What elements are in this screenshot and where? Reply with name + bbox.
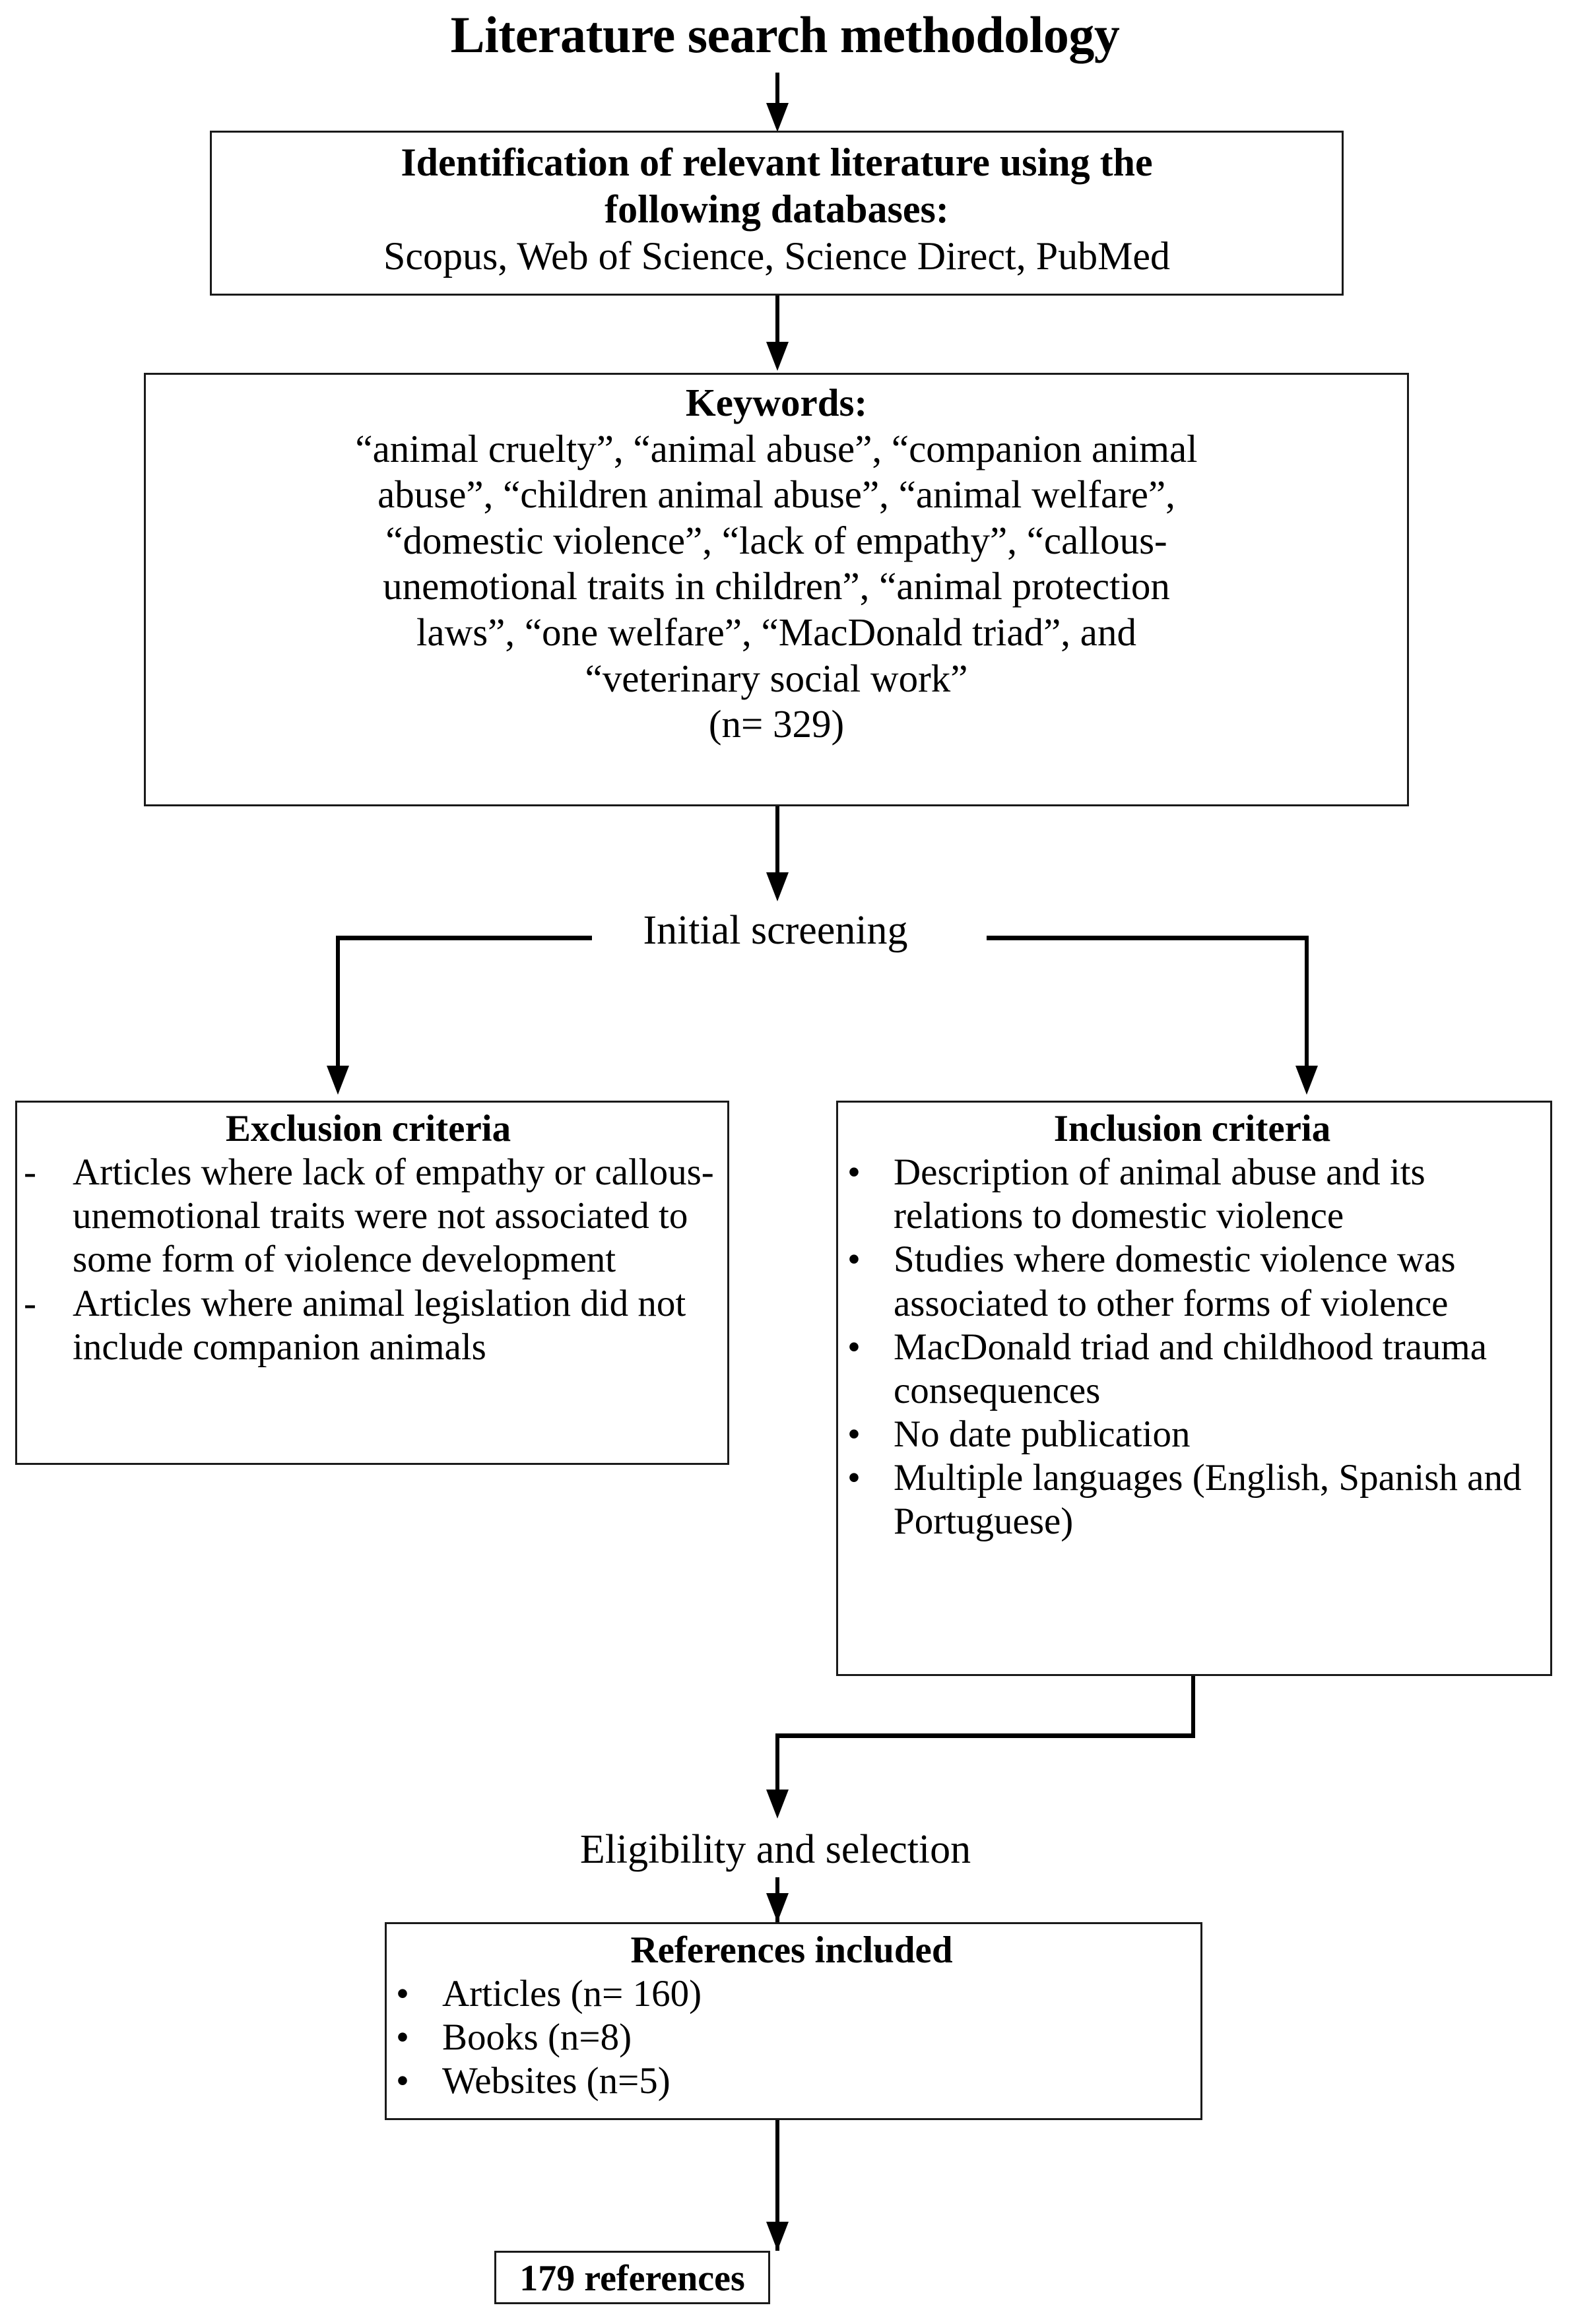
exclusion-item-text: Articles where animal legislation did no… (73, 1282, 686, 1368)
total-references-label: 179 references (519, 2258, 745, 2299)
connector-merge-bar (775, 1733, 1195, 1738)
bullet-marker: • (847, 1151, 861, 1194)
references-item-text: Articles (n= 160) (442, 1973, 702, 2015)
arrowhead-total (766, 2222, 789, 2251)
references-list: • Articles (n= 160) • Books (n=8) • Webs… (391, 1972, 1193, 2103)
bullet-marker: • (396, 1973, 409, 2015)
initial-screening-label: Initial screening (643, 908, 908, 953)
total-references-box: 179 references (494, 2251, 770, 2304)
connector-keywords-to-screening (775, 806, 779, 879)
keywords-line-2: abuse”, “children animal abuse”, “animal… (377, 472, 1175, 517)
arrowhead-exclusion (327, 1066, 349, 1095)
inclusion-item-text: Description of animal abuse and its rela… (894, 1151, 1425, 1237)
keywords-heading: Keywords: (685, 381, 868, 424)
list-item: • Studies where domestic violence was as… (842, 1238, 1542, 1325)
list-item: • Articles (n= 160) (391, 1972, 1193, 2016)
arrowhead-keywords (766, 342, 789, 371)
bullet-marker: • (847, 1239, 861, 1281)
list-item: • Multiple languages (English, Spanish a… (842, 1456, 1542, 1543)
exclusion-heading: Exclusion criteria (225, 1108, 511, 1149)
connector-screening-to-exclusion (336, 936, 340, 1074)
list-item: • MacDonald triad and childhood trauma c… (842, 1326, 1542, 1413)
keywords-line-5: laws”, “one welfare”, “MacDonald triad”,… (416, 610, 1136, 655)
inclusion-list: • Description of animal abuse and its re… (842, 1151, 1542, 1543)
keywords-box: Keywords: “animal cruelty”, “animal abus… (144, 373, 1409, 806)
keywords-line-6: “veterinary social work” (585, 656, 968, 700)
exclusion-box: Exclusion criteria - Articles where lack… (15, 1101, 729, 1465)
bullet-marker: • (396, 2060, 409, 2102)
inclusion-item-text: Studies where domestic violence was asso… (894, 1239, 1456, 1324)
bullet-marker: • (396, 2017, 409, 2059)
dash-marker: - (24, 1282, 36, 1324)
inclusion-item-text: No date publication (894, 1413, 1191, 1455)
identification-box: Identification of relevant literature us… (210, 131, 1344, 296)
identification-heading-line2: following databases: (605, 187, 949, 231)
keywords-line-1: “animal cruelty”, “animal abuse”, “compa… (355, 426, 1198, 470)
connector-title-to-identification (775, 73, 779, 112)
connector-merge-to-eligibility (775, 1733, 779, 1799)
list-item: - Articles where animal legislation did … (21, 1282, 715, 1369)
inclusion-item-text: MacDonald triad and childhood trauma con… (894, 1326, 1488, 1411)
screening-branch-bar-left (338, 936, 592, 940)
arrowhead-identification (766, 103, 789, 132)
arrowhead-references (766, 1893, 789, 1922)
list-item: • Books (n=8) (391, 2016, 1193, 2059)
arrowhead-inclusion (1295, 1066, 1318, 1095)
inclusion-box: Inclusion criteria • Description of anim… (836, 1101, 1552, 1676)
arrowhead-eligibility (766, 1790, 789, 1819)
keywords-line-3: “domestic violence”, “lack of empathy”, … (385, 518, 1167, 562)
references-item-text: Websites (n=5) (442, 2060, 671, 2102)
connector-screening-to-inclusion (1305, 936, 1309, 1074)
bullet-marker: • (847, 1457, 861, 1499)
bullet-marker: • (847, 1326, 861, 1368)
list-item: • Description of animal abuse and its re… (842, 1151, 1542, 1238)
inclusion-heading: Inclusion criteria (1053, 1108, 1331, 1149)
references-item-text: Books (n=8) (442, 2017, 632, 2059)
arrowhead-initial-screening (766, 872, 789, 901)
connector-inclusion-drop (1191, 1676, 1195, 1737)
list-item: - Articles where lack of empathy or call… (21, 1151, 715, 1281)
identification-heading-line1: Identification of relevant literature us… (401, 141, 1153, 184)
eligibility-label: Eligibility and selection (579, 1827, 971, 1872)
dash-marker: - (24, 1151, 36, 1194)
bullet-marker: • (847, 1413, 861, 1455)
references-box: References included • Articles (n= 160) … (385, 1922, 1202, 2120)
list-item: • Websites (n=5) (391, 2059, 1193, 2103)
exclusion-item-text: Articles where lack of empathy or callou… (73, 1151, 714, 1281)
figure-title: Literature search methodology (450, 6, 1120, 63)
keywords-count: (n= 329) (708, 702, 845, 746)
identification-databases: Scopus, Web of Science, Science Direct, … (383, 234, 1171, 278)
inclusion-item-text: Multiple languages (English, Spanish and… (894, 1457, 1522, 1543)
exclusion-list: - Articles where lack of empathy or call… (21, 1151, 715, 1369)
references-heading: References included (630, 1929, 953, 1971)
list-item: • No date publication (842, 1413, 1542, 1456)
screening-branch-bar-right (987, 936, 1309, 940)
connector-identification-to-keywords (775, 296, 779, 348)
connector-references-to-total (775, 2120, 779, 2251)
keywords-line-4: unemotional traits in children”, “animal… (383, 564, 1170, 608)
